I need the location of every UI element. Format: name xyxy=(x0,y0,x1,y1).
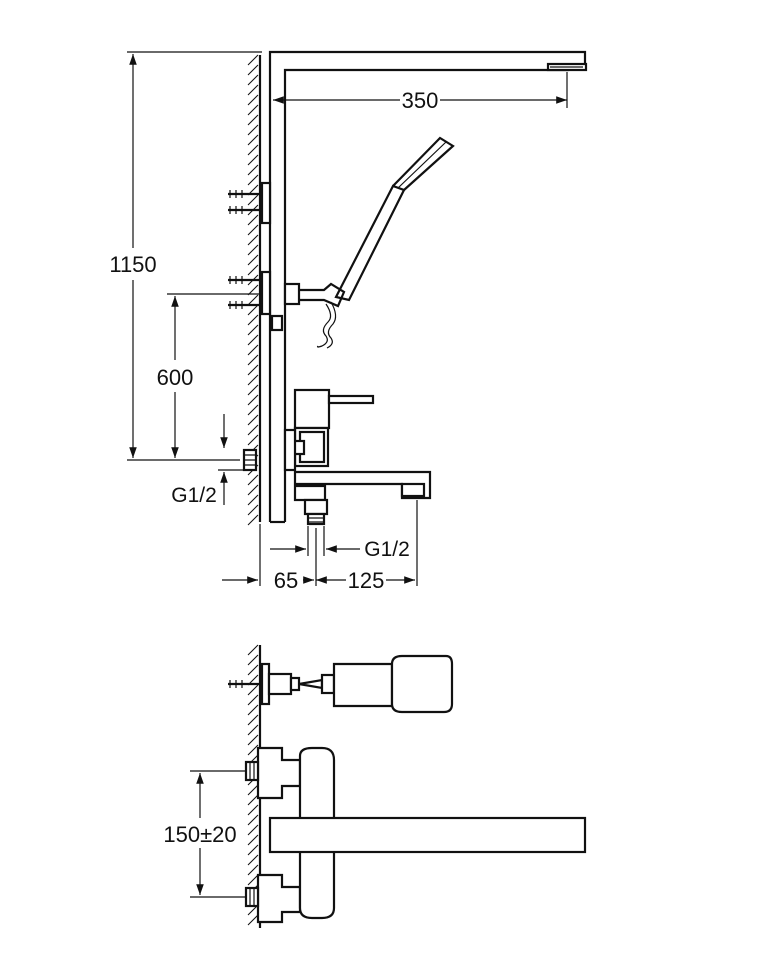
hand-shower xyxy=(283,136,455,349)
wall-hatch xyxy=(247,644,259,926)
dim-125-label: 125 xyxy=(348,568,385,593)
dim-g12-bottom: G1/2 xyxy=(270,526,410,561)
top-view: 150±20 xyxy=(163,644,587,928)
hand-shower-top xyxy=(228,654,454,714)
mixer-top xyxy=(244,746,587,924)
wall xyxy=(247,54,262,526)
wall-hatch xyxy=(247,54,259,526)
mixer-body xyxy=(283,388,432,526)
lower-bracket xyxy=(228,270,284,332)
dim-1150-label: 1150 xyxy=(109,252,156,277)
dim-g12-side-label: G1/2 xyxy=(171,484,217,507)
dim-600-label: 600 xyxy=(157,365,194,390)
dim-350-label: 350 xyxy=(402,88,439,113)
dim-g12-bottom-label: G1/2 xyxy=(364,538,410,561)
dim-g12-side: G1/2 xyxy=(171,414,244,507)
dim-600: 600 xyxy=(157,293,262,458)
dim-150-label: 150±20 xyxy=(163,822,236,847)
dim-350: 350 xyxy=(273,72,568,113)
dim-65-125: 65 125 xyxy=(222,500,418,593)
dim-1150: 1150 xyxy=(109,51,262,461)
shower-column xyxy=(268,50,588,524)
dim-150: 150±20 xyxy=(163,770,246,898)
side-inlet xyxy=(242,448,258,472)
upper-bracket xyxy=(228,181,272,225)
side-view: 350 1150 600 G1/2 xyxy=(109,50,588,593)
dim-65-label: 65 xyxy=(274,568,298,593)
